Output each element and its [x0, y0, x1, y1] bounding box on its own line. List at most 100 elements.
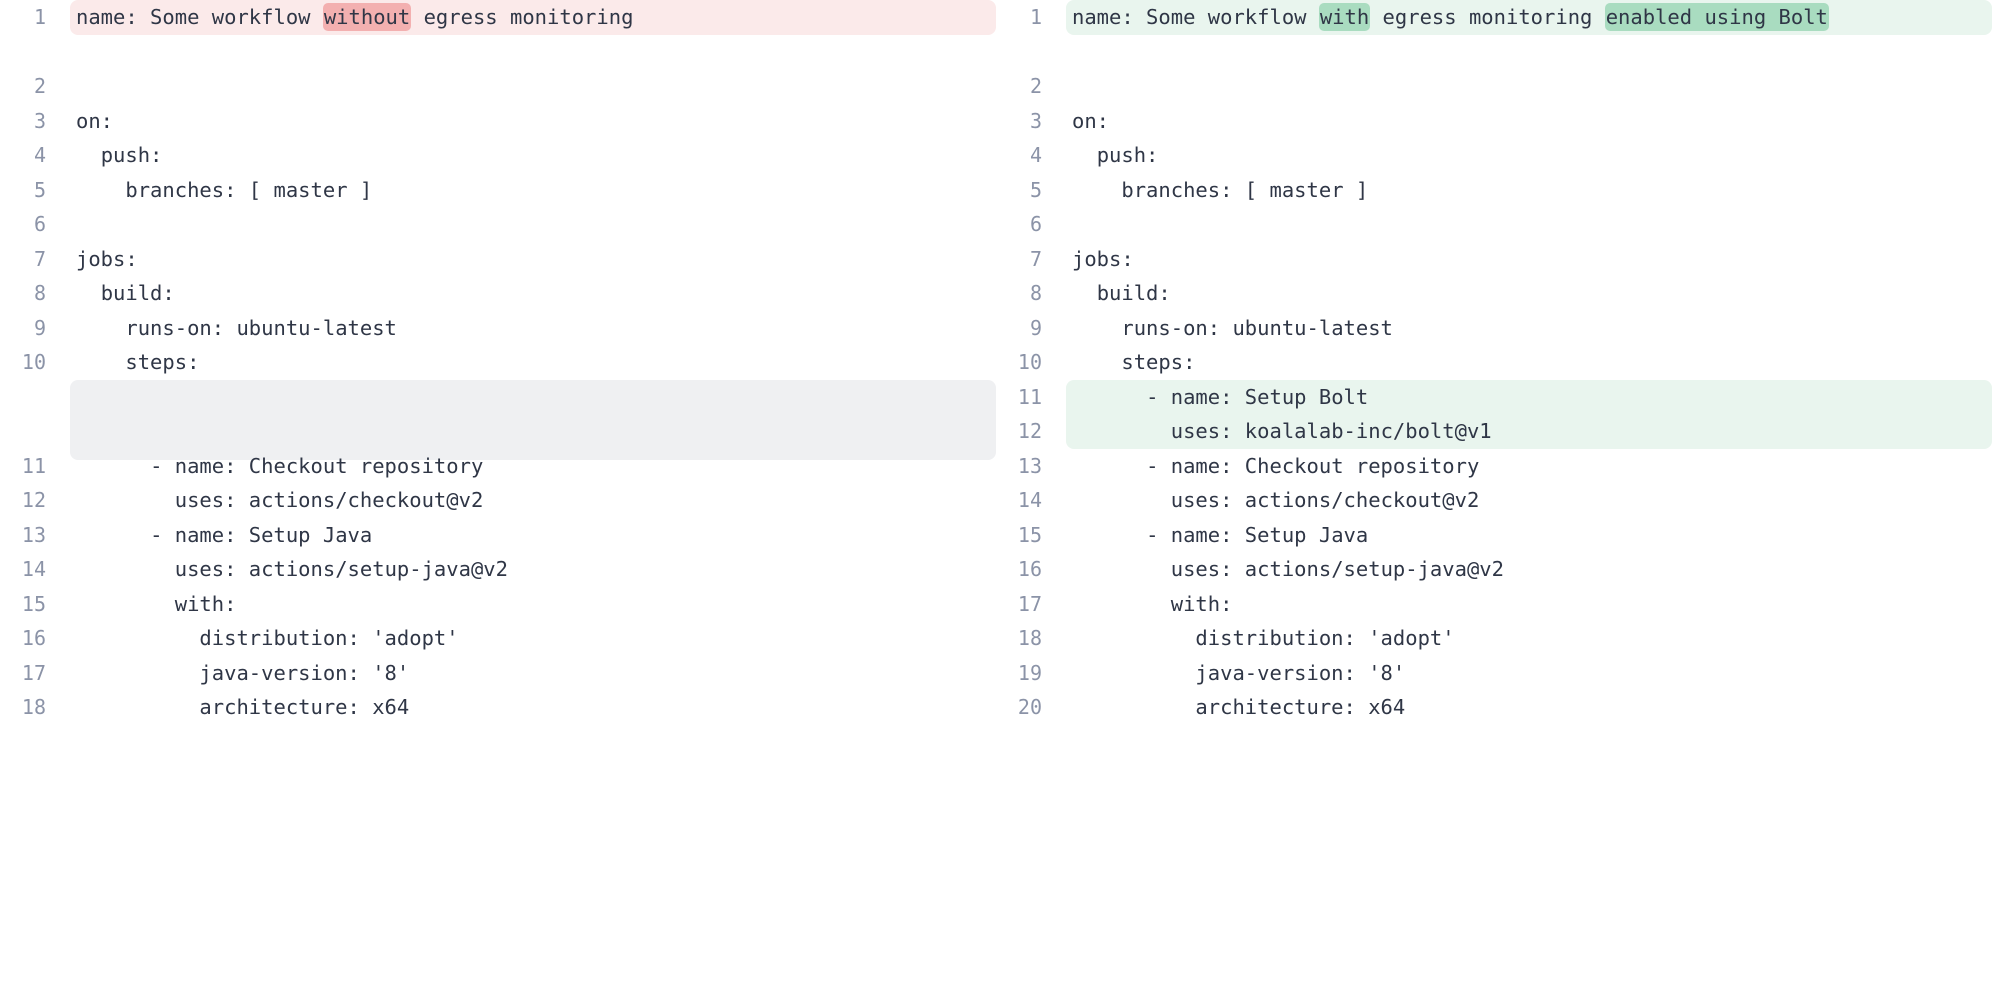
- diff-row-context[interactable]: 6: [0, 207, 996, 242]
- code-line[interactable]: push:: [1066, 138, 1992, 173]
- code-text: name: Some workflow: [1072, 5, 1319, 29]
- code-line[interactable]: runs-on: ubuntu-latest: [1066, 311, 1992, 346]
- line-number: 1: [33, 5, 46, 29]
- line-number: 15: [1017, 522, 1042, 547]
- diff-row-context[interactable]: 15 - name: Setup Java: [996, 518, 1992, 553]
- line-number: 5: [1029, 177, 1042, 202]
- diff-row-context[interactable]: 12 uses: actions/checkout@v2: [0, 483, 996, 518]
- line-number: 14: [21, 557, 46, 581]
- diff-row-context[interactable]: 10 steps:: [996, 345, 1992, 380]
- line-number: 8: [33, 281, 46, 305]
- code-line[interactable]: push:: [70, 138, 996, 173]
- diff-row-context[interactable]: 6: [996, 207, 1992, 242]
- diff-row-context[interactable]: 18 distribution: 'adopt': [996, 621, 1992, 656]
- diff-row-context[interactable]: 7 jobs:: [996, 242, 1992, 277]
- code-line[interactable]: steps:: [70, 345, 996, 380]
- code-line[interactable]: architecture: x64: [70, 690, 996, 725]
- line-number: 3: [1029, 108, 1042, 133]
- code-line[interactable]: uses: actions/checkout@v2: [70, 483, 996, 518]
- diff-row-context[interactable]: 18 architecture: x64: [0, 690, 996, 725]
- code-line[interactable]: steps:: [1066, 345, 1992, 380]
- diff-row-context[interactable]: 4 push:: [0, 138, 996, 173]
- code-line[interactable]: - name: Checkout repository: [70, 449, 996, 484]
- diff-row-context[interactable]: 13 - name: Setup Java: [0, 518, 996, 553]
- code-line[interactable]: branches: [ master ]: [1066, 173, 1992, 208]
- code-line[interactable]: build:: [70, 276, 996, 311]
- code-line[interactable]: name: Some workflow with egress monitori…: [1066, 0, 1992, 35]
- diff-row-context[interactable]: 14 uses: actions/setup-java@v2: [0, 552, 996, 587]
- code-line[interactable]: on:: [70, 104, 996, 139]
- diff-row-inserted-top[interactable]: 11 - name: Setup Bolt: [996, 379, 1992, 414]
- diff-pane-before[interactable]: 1 name: Some workflow without egress moni…: [0, 0, 996, 990]
- diff-row-context[interactable]: 20 architecture: x64: [996, 690, 1992, 725]
- code-line[interactable]: branches: [ master ]: [70, 173, 996, 208]
- diff-row-context[interactable]: 8 build:: [0, 276, 996, 311]
- code-text: push:: [76, 143, 163, 167]
- line-number: 9: [1029, 315, 1042, 340]
- diff-row-context[interactable]: 14 uses: actions/checkout@v2: [996, 483, 1992, 518]
- line-number: 13: [21, 522, 46, 547]
- code-text: architecture: x64: [76, 695, 410, 719]
- code-line[interactable]: distribution: 'adopt': [70, 621, 996, 656]
- code-line[interactable]: - name: Setup Bolt: [1066, 379, 1992, 414]
- diff-row-context[interactable]: 11 - name: Checkout repository: [0, 449, 996, 484]
- diff-row-context[interactable]: 10 steps:: [0, 345, 996, 380]
- code-line[interactable]: uses: actions/setup-java@v2: [70, 552, 996, 587]
- code-line[interactable]: name: Some workflow without egress monit…: [70, 0, 996, 35]
- diff-row-context[interactable]: 13 - name: Checkout repository: [996, 449, 1992, 484]
- diff-row-inserted-bottom[interactable]: 12 uses: koalalab-inc/bolt@v1: [996, 414, 1992, 449]
- line-number: 6: [33, 212, 46, 236]
- code-line[interactable]: uses: actions/checkout@v2: [1066, 483, 1992, 518]
- diff-row-deleted[interactable]: 1 name: Some workflow without egress moni…: [0, 0, 996, 69]
- code-text: runs-on: ubuntu-latest: [1072, 315, 1393, 340]
- diff-row-context[interactable]: 5 branches: [ master ]: [0, 173, 996, 208]
- word-highlight-added: enabled using Bolt: [1604, 3, 1829, 31]
- code-text: uses: actions/checkout@v2: [76, 488, 484, 512]
- diff-row-context[interactable]: 9 runs-on: ubuntu-latest: [0, 311, 996, 346]
- code-line[interactable]: on:: [1066, 104, 1992, 139]
- diff-row-context[interactable]: 9 runs-on: ubuntu-latest: [996, 311, 1992, 346]
- code-line[interactable]: jobs:: [70, 242, 996, 277]
- code-line[interactable]: - name: Setup Java: [1066, 518, 1992, 553]
- line-number: 2: [1029, 74, 1042, 98]
- code-line[interactable]: build:: [1066, 276, 1992, 311]
- code-line[interactable]: architecture: x64: [1066, 690, 1992, 725]
- code-text: with:: [1072, 591, 1233, 616]
- code-line[interactable]: uses: koalalab-inc/bolt@v1: [1066, 414, 1992, 449]
- code-text: build:: [76, 281, 175, 305]
- diff-row-context[interactable]: 19 java-version: '8': [996, 656, 1992, 691]
- code-line[interactable]: - name: Checkout repository: [1066, 449, 1992, 484]
- code-text: on:: [76, 108, 114, 133]
- code-line[interactable]: java-version: '8': [70, 656, 996, 691]
- diff-row-context[interactable]: 2: [996, 69, 1992, 104]
- diff-row-context[interactable]: 16 uses: actions/setup-java@v2: [996, 552, 1992, 587]
- code-line[interactable]: distribution: 'adopt': [1066, 621, 1992, 656]
- code-text: branches: [ master ]: [1072, 177, 1369, 202]
- diff-row-context[interactable]: 8 build:: [996, 276, 1992, 311]
- code-line[interactable]: runs-on: ubuntu-latest: [70, 311, 996, 346]
- code-line[interactable]: java-version: '8': [1066, 656, 1992, 691]
- diff-row-context[interactable]: 5 branches: [ master ]: [996, 173, 1992, 208]
- code-line[interactable]: with:: [1066, 587, 1992, 622]
- diff-row-context[interactable]: 4 push:: [996, 138, 1992, 173]
- diff-row-context[interactable]: 17 with:: [996, 587, 1992, 622]
- diff-row-context[interactable]: 3 on:: [996, 104, 1992, 139]
- code-line[interactable]: uses: actions/setup-java@v2: [1066, 552, 1992, 587]
- code-text: runs-on: ubuntu-latest: [76, 315, 397, 340]
- diff-row-context[interactable]: 16 distribution: 'adopt': [0, 621, 996, 656]
- diff-row-context[interactable]: 2: [0, 69, 996, 104]
- code-line[interactable]: jobs:: [1066, 242, 1992, 277]
- line-number: 7: [1029, 246, 1042, 271]
- word-highlight-added: with: [1318, 3, 1371, 31]
- code-line[interactable]: with:: [70, 587, 996, 622]
- code-text: with:: [76, 591, 237, 616]
- code-text: java-version: '8': [1072, 660, 1406, 685]
- diff-row-context[interactable]: 15 with:: [0, 587, 996, 622]
- line-number: 6: [1029, 212, 1042, 236]
- diff-row-context[interactable]: 17 java-version: '8': [0, 656, 996, 691]
- code-line[interactable]: - name: Setup Java: [70, 518, 996, 553]
